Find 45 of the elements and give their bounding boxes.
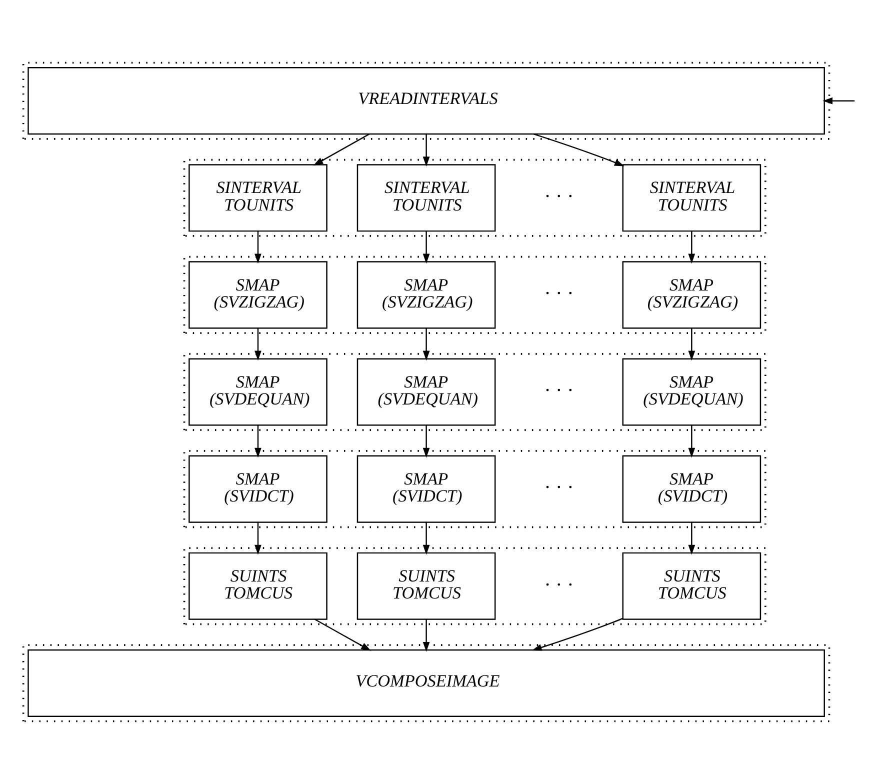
node-box: SMAP (SVZIGZAG) bbox=[622, 261, 762, 329]
label: · · · bbox=[544, 380, 574, 402]
arrow bbox=[422, 328, 430, 361]
label: · · · bbox=[544, 186, 574, 208]
arrow bbox=[534, 133, 624, 166]
arrow bbox=[422, 134, 430, 167]
arrow bbox=[254, 522, 262, 555]
node-box: VCOMPOSEIMAGE bbox=[28, 649, 825, 717]
node-box: SMAP (SVZIGZAG) bbox=[188, 261, 328, 329]
arrow bbox=[254, 231, 262, 264]
node-box: SMAP (SVZIGZAG) bbox=[356, 261, 496, 329]
arrow bbox=[688, 522, 696, 555]
arrow bbox=[254, 425, 262, 458]
arrow bbox=[688, 425, 696, 458]
arrow bbox=[688, 328, 696, 361]
node-box: SINTERVAL TOUNITS bbox=[188, 164, 328, 232]
node-box: SMAP (SVDEQUAN) bbox=[356, 358, 496, 426]
arrow bbox=[313, 134, 370, 166]
node-box: SUINTS TOMCUS bbox=[356, 552, 496, 620]
label: · · · bbox=[544, 282, 574, 305]
arrow bbox=[688, 231, 696, 264]
arrow bbox=[314, 618, 371, 651]
cluster bbox=[183, 353, 766, 431]
node-box: SMAP (SVDEQUAN) bbox=[622, 358, 762, 426]
cluster bbox=[183, 450, 766, 528]
arrow bbox=[532, 618, 623, 651]
node-box: SUINTS TOMCUS bbox=[622, 552, 762, 620]
arrow bbox=[822, 97, 855, 104]
arrow bbox=[254, 328, 262, 361]
node-box: SINTERVAL TOUNITS bbox=[356, 164, 496, 232]
cluster bbox=[183, 547, 766, 626]
arrow bbox=[422, 425, 430, 458]
node-box: SMAP (SVDEQUAN) bbox=[188, 358, 328, 426]
arrow bbox=[422, 522, 430, 555]
node-box: SMAP (SVIDCT) bbox=[188, 455, 328, 523]
arrow bbox=[422, 231, 430, 264]
node-box: SUINTS TOMCUS bbox=[188, 552, 328, 620]
arrow bbox=[422, 619, 430, 652]
node-box: VREADINTERVALS bbox=[28, 67, 825, 135]
node-box: SMAP (SVIDCT) bbox=[356, 455, 496, 523]
node-box: SINTERVAL TOUNITS bbox=[622, 164, 762, 232]
label: · · · bbox=[544, 476, 574, 499]
cluster bbox=[183, 256, 766, 334]
label: · · · bbox=[544, 574, 574, 596]
node-box: SMAP (SVIDCT) bbox=[622, 455, 762, 523]
